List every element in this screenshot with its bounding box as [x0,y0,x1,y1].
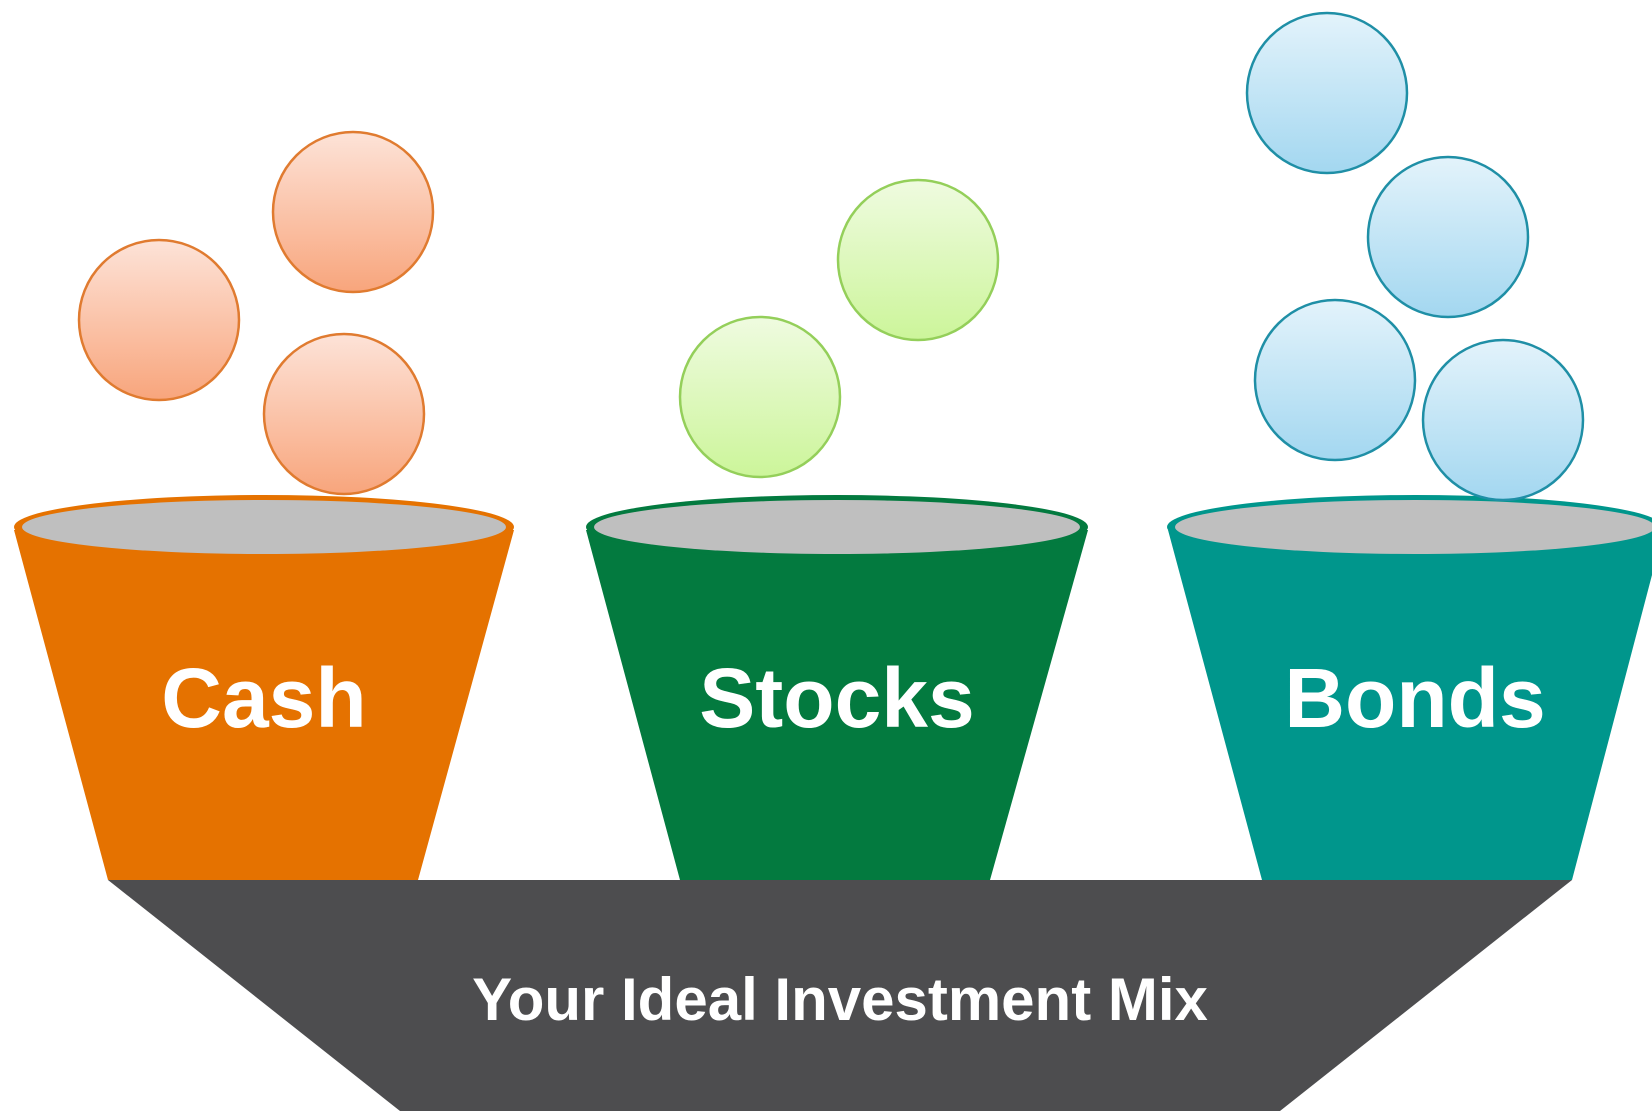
cash-coin [271,130,435,294]
bucket-bonds-body [1168,530,1652,880]
bucket-bonds-opening [1175,500,1652,554]
mix-funnel: Your Ideal Investment Mix [108,880,1572,1111]
bucket-bonds: Bonds [1167,495,1652,880]
bonds-coin [1253,298,1417,462]
bonds-coin [1366,155,1530,319]
stocks-coin [678,315,842,479]
bucket-cash: Cash [14,495,514,880]
bucket-stocks-body [586,530,1088,880]
bonds-coin [1245,11,1409,175]
mix-funnel-label: Your Ideal Investment Mix [472,966,1208,1033]
bucket-stocks: Stocks [586,495,1088,880]
bucket-stocks-label: Stocks [699,651,974,745]
bonds-coin [1421,338,1585,502]
bucket-cash-body [14,530,514,880]
cash-coins [77,130,435,496]
bucket-stocks-opening [594,500,1080,554]
mix-funnel-shape [108,880,1572,1111]
bucket-bonds-label: Bonds [1284,651,1545,745]
bucket-cash-label: Cash [161,651,366,745]
stocks-coin [836,178,1000,342]
bonds-coins [1245,11,1585,502]
stocks-coins [678,178,1000,479]
cash-coin [77,238,241,402]
bucket-cash-opening [22,500,506,554]
cash-coin [262,332,426,496]
